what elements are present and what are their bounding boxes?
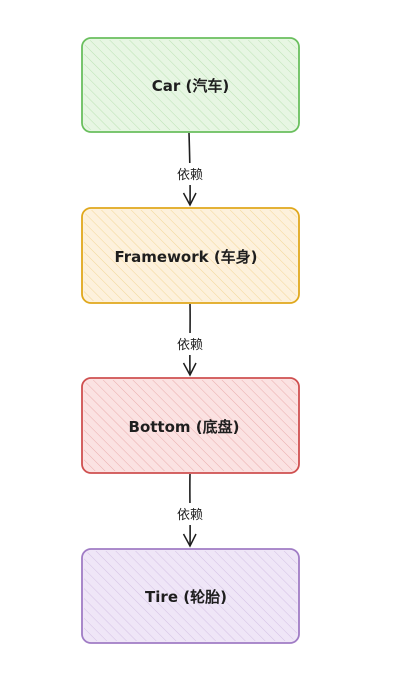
node-framework-label: Framework (车身) [114,248,257,266]
node-tire-box-hatch [84,551,297,641]
edge-framework-bottom: 依赖 [168,303,212,377]
node-car: Car (汽车) [81,37,300,133]
node-bottom-label: Bottom (底盘) [129,418,240,436]
edge-bottom-tire: 依赖 [168,473,212,548]
edge-bottom-tire-arrowhead [182,533,197,548]
edge-car-framework: 依赖 [168,132,212,207]
node-tire: Tire (轮胎) [81,548,300,644]
node-framework: Framework (车身) [81,207,300,304]
node-bottom-box-hatch [84,380,297,471]
node-car-label: Car (汽车) [152,77,229,95]
node-framework-box-hatch [84,210,297,301]
node-car-box-hatch [84,40,297,130]
edge-car-framework-arrowhead [182,192,197,207]
edge-framework-bottom-label: 依赖 [177,338,203,353]
node-tire-label: Tire (轮胎) [145,588,227,606]
edge-car-framework-label: 依赖 [177,168,203,183]
edge-framework-bottom-arrowhead [182,362,197,377]
node-bottom: Bottom (底盘) [81,377,300,474]
edge-bottom-tire-label: 依赖 [177,508,203,523]
